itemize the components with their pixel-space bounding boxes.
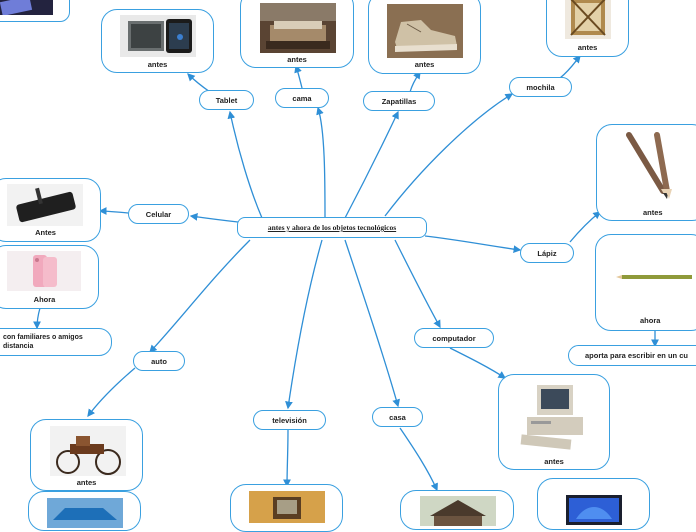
old-house-image xyxy=(420,496,496,526)
card-celular-antes[interactable]: Antes xyxy=(0,178,101,242)
card-lapiz-antes[interactable]: antes xyxy=(596,124,696,221)
branch-tablet[interactable]: Tablet xyxy=(199,90,254,110)
modern-pencil-image xyxy=(614,249,694,299)
lapiz-note[interactable]: aporta para escribir en un cu xyxy=(568,345,696,366)
card-computador-antes[interactable]: antes xyxy=(498,374,610,470)
branch-computador[interactable]: computador xyxy=(414,328,494,348)
card-computador-ahora[interactable] xyxy=(537,478,650,530)
card-cama-antes[interactable]: antes xyxy=(240,0,354,68)
card-lapiz-ahora[interactable]: ahora xyxy=(595,234,696,331)
card-auto-antes[interactable]: antes xyxy=(30,419,143,491)
celular-note[interactable]: con familiares o amigos distancia xyxy=(0,328,112,356)
partial-card-top-left[interactable] xyxy=(0,0,70,22)
bed-image xyxy=(260,3,336,53)
card-caption: antes xyxy=(577,43,598,52)
modern-computer-image xyxy=(566,495,622,525)
card-caption: antes xyxy=(147,60,168,69)
branch-celular[interactable]: Celular xyxy=(128,204,189,224)
card-caption: Ahora xyxy=(33,295,56,304)
card-caption: antes xyxy=(643,208,663,217)
modern-car-image xyxy=(47,498,123,528)
card-caption: antes xyxy=(76,478,97,487)
card-zapatillas-antes[interactable]: antes xyxy=(368,0,481,74)
card-caption: Antes xyxy=(35,228,56,237)
card-mochila-antes[interactable]: antes xyxy=(546,0,629,57)
sneaker-image xyxy=(387,4,463,58)
old-tv-image xyxy=(249,491,325,523)
tablet-image xyxy=(120,15,196,57)
old-car-image xyxy=(50,426,126,476)
new-cellphone-image xyxy=(7,251,81,291)
card-casa-antes[interactable] xyxy=(400,490,514,530)
branch-mochila[interactable]: mochila xyxy=(509,77,572,97)
branch-television[interactable]: televisión xyxy=(253,410,326,430)
branch-auto[interactable]: auto xyxy=(133,351,185,371)
card-caption: antes xyxy=(414,60,435,69)
card-tablet-antes[interactable]: antes xyxy=(101,9,214,73)
wooden-pencils-image xyxy=(617,129,689,201)
branch-casa[interactable]: casa xyxy=(372,407,423,427)
card-caption: antes xyxy=(287,55,307,64)
card-television-antes[interactable] xyxy=(230,484,343,532)
branch-lapiz[interactable]: Lápiz xyxy=(520,243,574,263)
old-cellphone-image xyxy=(7,184,83,226)
card-auto-ahora[interactable] xyxy=(28,491,141,531)
cut-off-image xyxy=(0,0,53,15)
branch-zapatillas[interactable]: Zapatillas xyxy=(363,91,435,111)
root-topic[interactable]: antes y ahora de los objetos tecnológico… xyxy=(237,217,427,238)
connector-lines xyxy=(33,55,659,492)
card-celular-ahora[interactable]: Ahora xyxy=(0,245,99,309)
card-caption: ahora xyxy=(640,316,661,325)
branch-cama[interactable]: cama xyxy=(275,88,329,108)
old-computer-image xyxy=(515,381,595,453)
card-caption: antes xyxy=(544,457,564,466)
backpack-image xyxy=(565,0,611,39)
